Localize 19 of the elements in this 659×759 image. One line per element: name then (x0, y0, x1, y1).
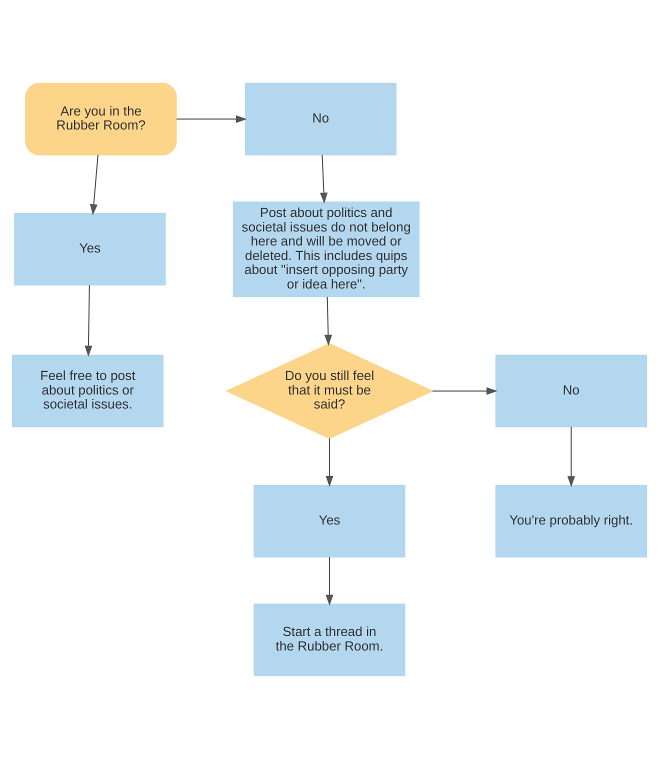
node-box: Start a thread in the Rubber Room. (254, 604, 406, 676)
arrow (567, 426, 576, 488)
node-box: Are you in the Rubber Room? (25, 82, 177, 156)
arrow (324, 296, 332, 346)
arrow (326, 556, 334, 606)
arrow (84, 285, 92, 357)
node-box: No (244, 82, 397, 156)
node-box: Post about politics and societal issues do not belong here and will be moved or deleted. This includes quips about "insert opposing party or idea here". (232, 202, 420, 298)
node-box: Yes (254, 484, 406, 558)
arrow (176, 115, 247, 123)
node-diamond: Do you still feel that it must be said? (225, 343, 434, 439)
node-box: Yes (14, 213, 166, 286)
node-box: Feel free to post about politics or societal issues. (12, 354, 164, 428)
node-box: You're probably right. (495, 484, 648, 558)
node-box: No (495, 354, 648, 428)
arrow (326, 438, 334, 487)
arrow (90, 154, 99, 216)
arrow (320, 154, 328, 204)
arrow (432, 387, 498, 395)
